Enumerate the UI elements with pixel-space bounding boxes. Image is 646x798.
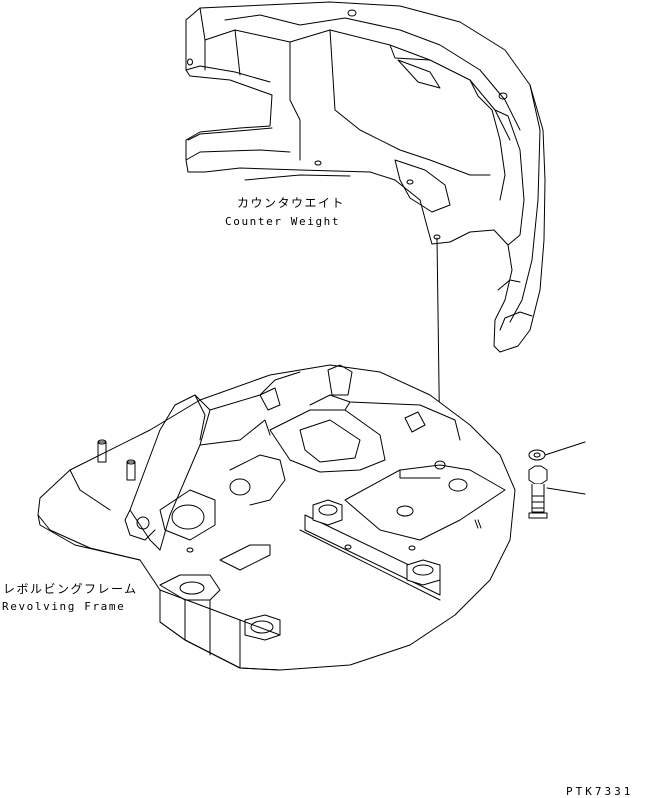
revolving-frame-label-jp: レボルビングフレーム <box>3 582 138 596</box>
revolving-frame-illustration <box>37 364 516 671</box>
counter-weight-label-jp: カウンタウエイト <box>237 196 346 210</box>
revolving-frame-label-en: Revolving Frame <box>2 600 126 613</box>
bolt-and-washer-illustration <box>528 441 586 519</box>
counter-weight-label-en: Counter Weight <box>225 215 341 228</box>
drawing-code: PTK7331 <box>566 785 634 798</box>
counter-weight-illustration <box>185 1 546 353</box>
